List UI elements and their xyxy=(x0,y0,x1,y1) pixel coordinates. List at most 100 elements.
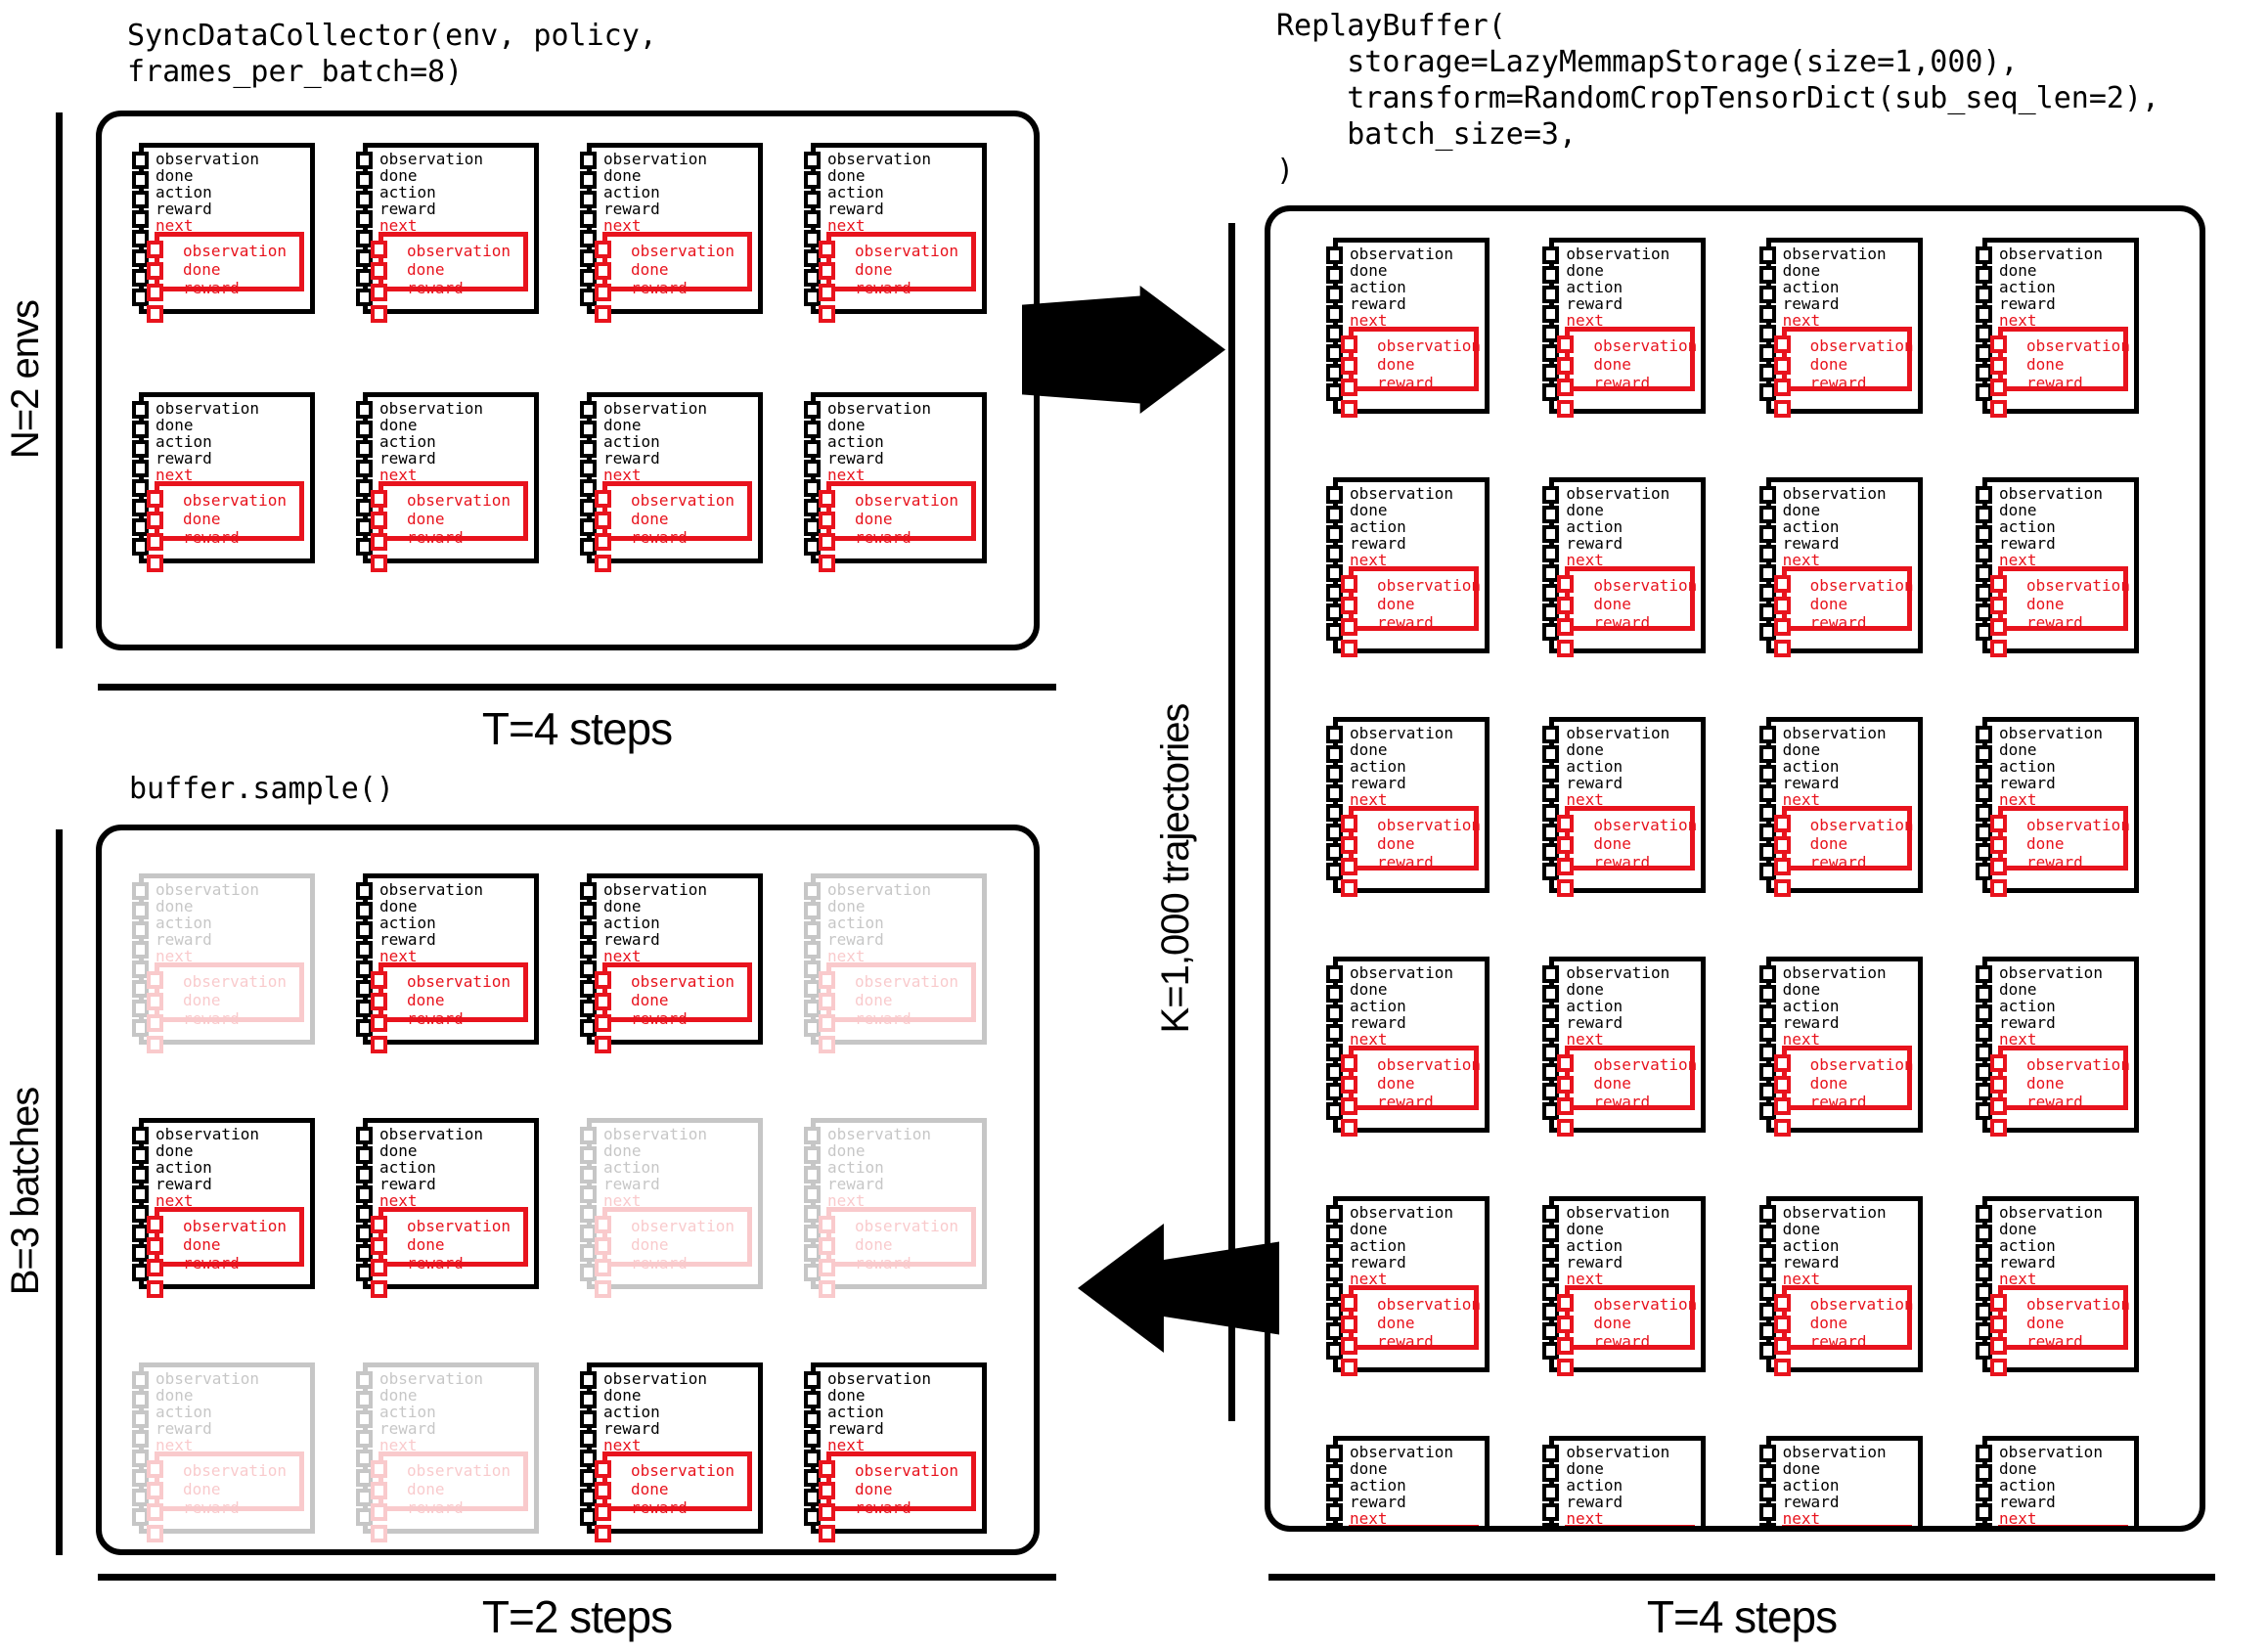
binding-square-icon xyxy=(147,1503,163,1521)
field-next: next xyxy=(1350,1030,1388,1049)
field-next: next xyxy=(1566,311,1604,330)
binding-square-icon xyxy=(356,210,373,228)
next-field-done: done xyxy=(1377,834,1415,853)
field-reward: reward xyxy=(1782,534,1840,553)
binding-square-icon xyxy=(1773,597,1791,614)
binding-square-icon xyxy=(132,421,149,438)
next-field-done: done xyxy=(407,260,445,279)
binding-square-icon xyxy=(1557,815,1575,832)
binding-square-icon xyxy=(1758,545,1776,562)
binding-square-icon xyxy=(1773,400,1791,418)
binding-square-icon xyxy=(1975,246,1992,264)
binding-square-icon xyxy=(1758,325,1776,342)
next-field-done: done xyxy=(2025,595,2065,613)
next-field-reward: reward xyxy=(631,528,688,547)
binding-square-icon xyxy=(147,533,163,551)
next-field-done: done xyxy=(855,1235,893,1254)
binding-square-icon xyxy=(1989,618,2007,636)
binding-square-icon xyxy=(1341,1076,1357,1094)
binding-square-icon xyxy=(132,1205,149,1223)
binding-square-icon xyxy=(580,960,597,978)
binding-square-icon xyxy=(580,941,597,959)
binding-square-icon xyxy=(1542,1484,1560,1501)
field-action: action xyxy=(603,914,660,932)
field-next: next xyxy=(1566,551,1604,569)
field-next: next xyxy=(1998,311,2037,330)
field-done: done xyxy=(156,897,194,915)
binding-square-icon xyxy=(1758,1264,1776,1281)
field-done: done xyxy=(1782,261,1821,280)
binding-square-icon xyxy=(1975,1264,1992,1281)
field-reward: reward xyxy=(1350,534,1406,553)
field-action: action xyxy=(1998,278,2056,296)
next-field-reward: reward xyxy=(407,1009,464,1028)
field-action: action xyxy=(379,1403,436,1421)
binding-square-icon xyxy=(804,1225,821,1242)
binding-square-icon xyxy=(819,305,835,323)
binding-square-icon xyxy=(1557,335,1575,353)
field-next: next xyxy=(1782,1030,1821,1049)
binding-square-icon xyxy=(580,421,597,438)
binding-square-icon xyxy=(1758,486,1776,504)
binding-square-icon xyxy=(804,902,821,919)
next-field-observation: observation xyxy=(1809,1055,1914,1074)
field-action: action xyxy=(827,914,884,932)
binding-square-icon xyxy=(132,191,149,208)
field-done: done xyxy=(1998,501,2037,519)
binding-square-icon xyxy=(580,230,597,247)
binding-square-icon xyxy=(356,1391,373,1408)
field-done: done xyxy=(156,166,194,185)
binding-square-icon xyxy=(356,152,373,169)
binding-square-icon xyxy=(1989,858,2007,875)
binding-square-icon xyxy=(1326,305,1343,323)
binding-square-icon xyxy=(1975,286,1992,303)
field-observation: observation xyxy=(1566,245,1670,263)
field-next: next xyxy=(1782,311,1821,330)
binding-square-icon xyxy=(595,1036,611,1053)
binding-square-icon xyxy=(1557,836,1575,854)
binding-square-icon xyxy=(356,902,373,919)
sample-steps-axis-line xyxy=(98,1574,1056,1581)
binding-square-icon xyxy=(1557,618,1575,636)
binding-square-icon xyxy=(1975,1024,1992,1042)
tensordict-card: observationdoneactionrewardnextobservati… xyxy=(1975,1436,2139,1526)
binding-square-icon xyxy=(147,262,163,280)
field-done: done xyxy=(156,1386,194,1405)
binding-square-icon xyxy=(1542,564,1560,582)
binding-square-icon xyxy=(1326,506,1343,523)
binding-square-icon xyxy=(1975,1044,1992,1061)
binding-square-icon xyxy=(1341,575,1357,593)
binding-square-icon xyxy=(132,152,149,169)
binding-square-icon xyxy=(147,1014,163,1032)
field-done: done xyxy=(603,166,642,185)
binding-square-icon xyxy=(1773,879,1791,897)
field-done: done xyxy=(1566,1220,1604,1238)
binding-square-icon xyxy=(804,1000,821,1017)
binding-square-icon xyxy=(1557,1294,1575,1312)
field-next: next xyxy=(156,216,194,235)
binding-square-icon xyxy=(1758,784,1776,802)
next-field-reward: reward xyxy=(1377,374,1434,392)
next-field-observation: observation xyxy=(855,491,958,510)
next-field-observation: observation xyxy=(1593,1055,1698,1074)
field-next: next xyxy=(379,466,418,484)
binding-square-icon xyxy=(1758,1244,1776,1262)
field-reward: reward xyxy=(827,449,884,468)
binding-square-icon xyxy=(804,249,821,267)
